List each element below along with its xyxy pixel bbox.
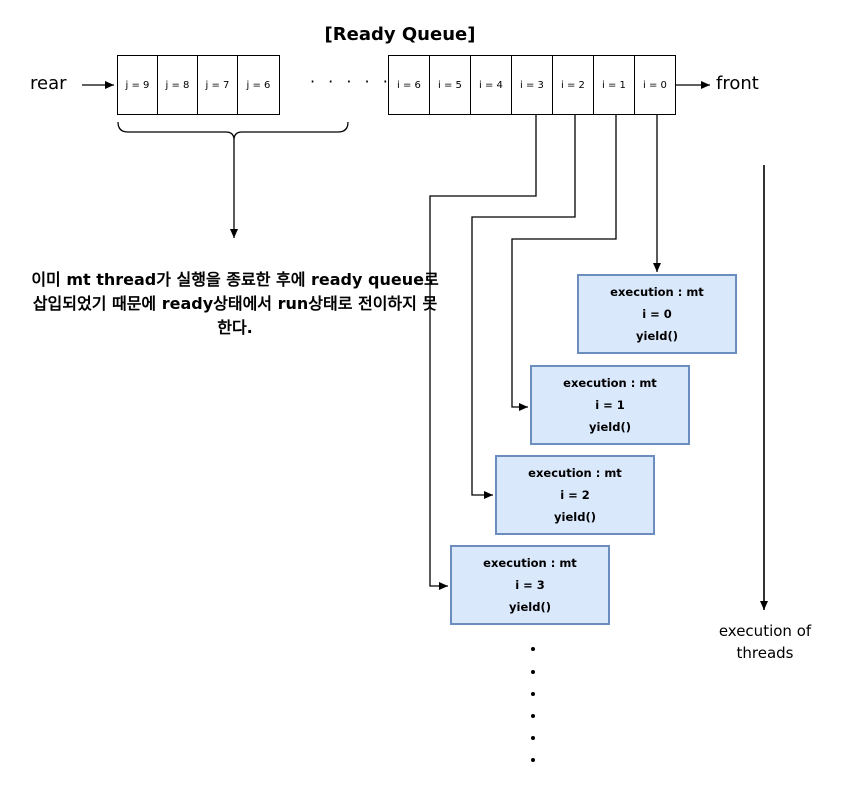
execution-box-i2: execution : mt i = 2 yield() — [495, 455, 655, 535]
execution-box-label: execution : mt — [563, 376, 657, 390]
queue-cell-j6: j = 6 — [237, 55, 280, 115]
continuation-dot — [531, 670, 535, 674]
queue-ellipsis: · · · · · · — [310, 72, 410, 91]
execution-box-label: execution : mt — [483, 556, 577, 570]
continuation-dot — [531, 736, 535, 740]
execution-of-threads-label: execution of threads — [718, 622, 812, 662]
queue-cell-j9: j = 9 — [117, 55, 158, 115]
diagram-title: [Ready Queue] — [324, 24, 476, 45]
execution-box-call: yield() — [509, 600, 551, 614]
connector-i2 — [471, 115, 576, 499]
execution-box-i1: execution : mt i = 1 yield() — [530, 365, 690, 445]
execution-box-label: execution : mt — [610, 285, 704, 299]
execution-box-call: yield() — [589, 420, 631, 434]
queue-cell-j7: j = 7 — [197, 55, 238, 115]
execution-box-label: execution : mt — [528, 466, 622, 480]
execution-box-index: i = 3 — [515, 578, 545, 592]
queue-cell-i3: i = 3 — [511, 55, 553, 115]
continuation-dot — [531, 647, 535, 651]
execution-box-i3: execution : mt i = 3 yield() — [450, 545, 610, 625]
continuation-dot — [531, 758, 535, 762]
connector-i1 — [511, 115, 617, 411]
execution-box-i0: execution : mt i = 0 yield() — [577, 274, 737, 354]
execution-box-index: i = 1 — [595, 398, 625, 412]
execution-box-call: yield() — [636, 329, 678, 343]
queue-cell-i2: i = 2 — [552, 55, 594, 115]
continuation-dot — [531, 692, 535, 696]
queue-cell-i0: i = 0 — [634, 55, 676, 115]
execution-box-index: i = 0 — [642, 307, 672, 321]
front-label: front — [716, 73, 759, 94]
brace — [117, 121, 349, 141]
rear-label: rear — [30, 73, 67, 94]
continuation-dot — [531, 714, 535, 718]
execution-box-index: i = 2 — [560, 488, 590, 502]
connector-i3 — [429, 115, 537, 590]
queue-cell-i5: i = 5 — [429, 55, 471, 115]
queue-cell-i4: i = 4 — [470, 55, 512, 115]
execution-box-call: yield() — [554, 510, 596, 524]
queue-cell-j8: j = 8 — [157, 55, 198, 115]
queue-cell-i1: i = 1 — [593, 55, 635, 115]
explanation-note: 이미 mt thread가 실행을 종료한 후에 ready queue로 삽입… — [31, 270, 439, 337]
queue-cell-i6: i = 6 — [388, 55, 430, 115]
